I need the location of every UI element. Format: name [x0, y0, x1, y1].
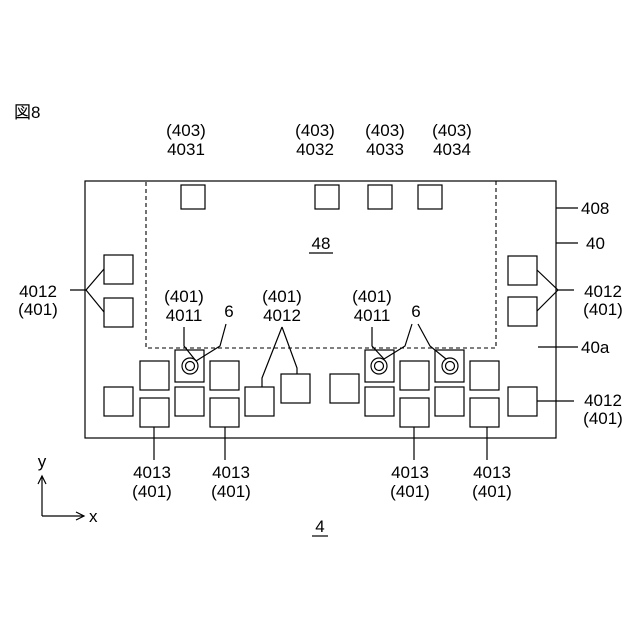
svg-text:4011: 4011 [166, 306, 203, 325]
pad-4011-b [175, 387, 204, 416]
bottom-label-4013-1: 4013 (401) [132, 463, 172, 501]
pad-4011-via-left [175, 350, 204, 382]
region-label: 48 [312, 234, 331, 253]
inner-label-4011-right: (401) 4011 [352, 287, 392, 325]
svg-text:4012: 4012 [19, 282, 57, 301]
svg-text:(401): (401) [262, 287, 302, 306]
svg-text:4013: 4013 [212, 463, 250, 482]
pad-left-lower [104, 298, 133, 327]
pad-4013-d [400, 398, 429, 427]
svg-text:(401): (401) [472, 482, 512, 501]
pad-4011-f [435, 387, 464, 416]
right-label-4012-upper: 4012 (401) [583, 282, 623, 319]
pad-4011-d [365, 387, 394, 416]
pad-4013-c [210, 398, 239, 427]
svg-text:(401): (401) [132, 482, 172, 501]
svg-text:(403): (403) [295, 121, 335, 140]
pad-4013-b [140, 398, 169, 427]
right-label-4012-lower: 4012 (401) [583, 391, 623, 428]
svg-text:4031: 4031 [167, 140, 205, 159]
pad-4011-c [210, 361, 239, 390]
label-40: 40 [586, 234, 605, 253]
label-6-left: 6 [224, 302, 233, 321]
axis-indicator [38, 476, 84, 520]
top-label-4033: (403) 4033 [365, 121, 405, 159]
pad-right-upper [508, 256, 537, 285]
svg-text:(403): (403) [166, 121, 206, 140]
left-label-4012: 4012 (401) [18, 282, 58, 319]
figure-number: 4 [315, 517, 324, 536]
axis-x-label: x [89, 507, 98, 526]
svg-text:(401): (401) [211, 482, 251, 501]
inner-label-4012-middle: (401) 4012 [262, 287, 302, 325]
top-label-4031: (403) 4031 [166, 121, 206, 159]
svg-text:(403): (403) [365, 121, 405, 140]
svg-text:4034: 4034 [433, 140, 471, 159]
bottom-label-4013-3: 4013 (401) [390, 463, 430, 501]
pad-4012-b [281, 374, 310, 403]
label-40a: 40a [581, 338, 610, 357]
bottom-label-4013-4: 4013 (401) [472, 463, 512, 501]
svg-text:4013: 4013 [473, 463, 511, 482]
pad-4032 [315, 185, 339, 209]
svg-text:(401): (401) [583, 300, 623, 319]
top-label-4034: (403) 4034 [432, 121, 472, 159]
pad-4011-e [400, 361, 429, 390]
pad-4031 [181, 185, 205, 209]
svg-text:(401): (401) [583, 409, 623, 428]
leader-right-middle [537, 290, 558, 311]
svg-text:4033: 4033 [366, 140, 404, 159]
pad-left-upper [104, 255, 133, 284]
svg-text:(401): (401) [164, 287, 204, 306]
svg-text:4013: 4013 [391, 463, 429, 482]
leader-left-lower [86, 290, 104, 312]
svg-text:(403): (403) [432, 121, 472, 140]
label-408: 408 [581, 199, 609, 218]
svg-text:(401): (401) [18, 300, 58, 319]
pad-4033 [368, 185, 392, 209]
top-label-4032: (403) 4032 [295, 121, 335, 159]
figure-label: 図8 [14, 103, 40, 122]
pad-4034 [418, 185, 442, 209]
pad-4013-a [104, 387, 133, 416]
pad-4012-c [330, 374, 359, 403]
bottom-label-4013-2: 4013 (401) [211, 463, 251, 501]
pad-right-middle [508, 297, 537, 326]
svg-text:4012: 4012 [584, 391, 622, 410]
axis-y-label: y [38, 452, 47, 471]
pad-right-lower [508, 387, 537, 416]
svg-text:4013: 4013 [133, 463, 171, 482]
pad-4013-e [470, 398, 499, 427]
pad-4012-a [245, 387, 274, 416]
pad-4011-g [470, 361, 499, 390]
leader-4012-a [262, 327, 282, 387]
svg-text:4012: 4012 [263, 306, 301, 325]
leader-4012-b [282, 327, 297, 374]
svg-text:4012: 4012 [584, 282, 622, 301]
svg-text:4011: 4011 [354, 306, 391, 325]
pad-4011-a [140, 361, 169, 390]
pad-4011-via-right-b [435, 350, 464, 382]
svg-text:(401): (401) [390, 482, 430, 501]
svg-text:(401): (401) [352, 287, 392, 306]
leader-left-upper [70, 269, 104, 290]
svg-text:4032: 4032 [296, 140, 334, 159]
label-6-right: 6 [411, 302, 420, 321]
inner-label-4011-left: (401) 4011 [164, 287, 204, 325]
